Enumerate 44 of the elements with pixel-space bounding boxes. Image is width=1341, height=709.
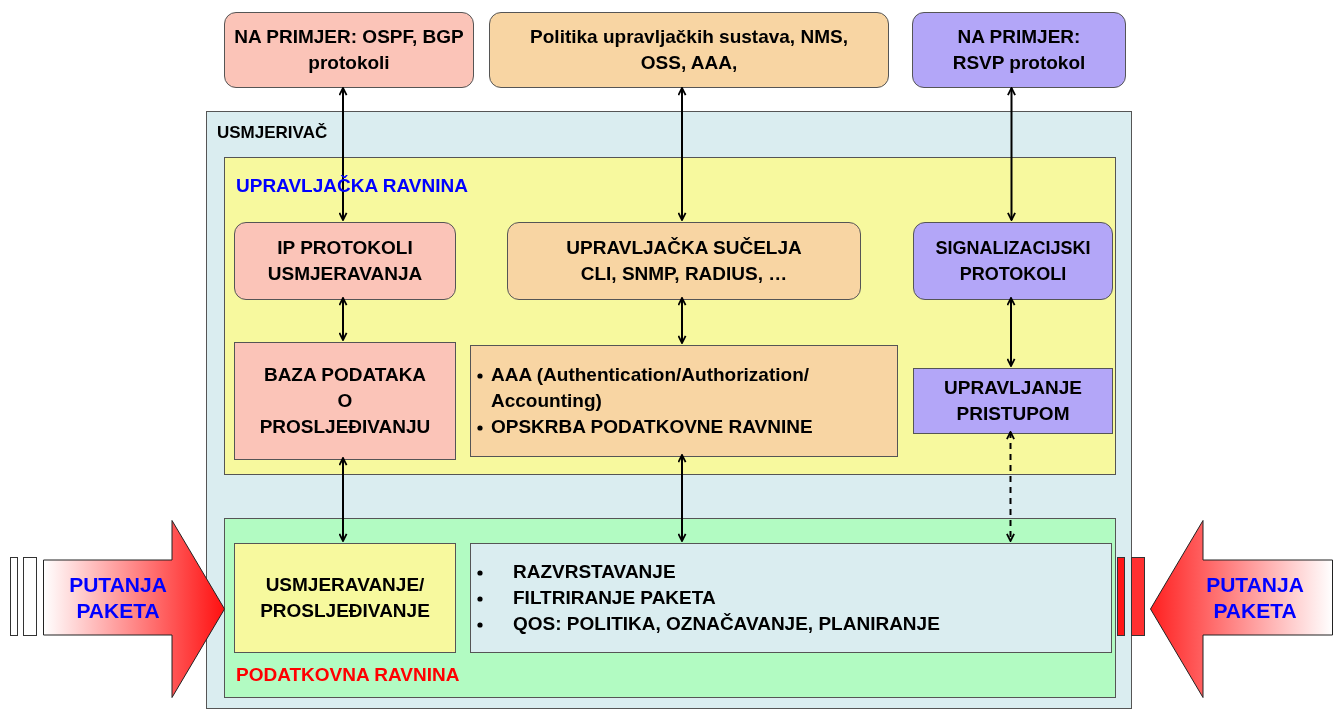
box-label: Politika upravljačkih sustava, NMS, OSS, AAA, bbox=[529, 25, 849, 75]
box-label: SIGNALIZACIJSKI PROTOKOLI bbox=[934, 237, 1092, 286]
double-arrow bbox=[677, 297, 687, 344]
box-label: NA PRIMJER: OSPF, BGP protokoli bbox=[233, 25, 465, 75]
double-arrow bbox=[338, 87, 348, 221]
block-arrow bbox=[43, 520, 225, 698]
double-arrow bbox=[338, 297, 348, 341]
process-box bbox=[234, 543, 456, 653]
box-label: USMJERAVANJE/ PROSLJEĐIVANJE bbox=[259, 573, 431, 623]
example-box bbox=[224, 12, 474, 88]
process-box bbox=[470, 543, 1112, 653]
panel-title: PODATKOVNA RAVNINA bbox=[236, 662, 460, 687]
bullet-item: QOS: POLITIKA, OZNAČAVANJE, PLANIRANJE bbox=[513, 612, 940, 636]
process-box bbox=[234, 342, 456, 460]
bullet-item: AAA (Authentication/Authorization/ Accounting) bbox=[491, 363, 811, 413]
process-box bbox=[234, 222, 456, 300]
process-box bbox=[470, 345, 898, 457]
process-box bbox=[913, 222, 1113, 300]
bullet-item: OPSKRBA PODATKOVNE RAVNINE bbox=[491, 415, 813, 439]
block-arrow bbox=[1150, 520, 1333, 698]
box-label: CLI, SNMP, RADIUS, … bbox=[580, 262, 788, 286]
box-label: NA PRIMJER: RSVP protokol bbox=[951, 25, 1087, 75]
panel-title: USMJERIVAČ bbox=[217, 122, 328, 144]
bullet-item: RAZVRSTAVANJE bbox=[513, 560, 676, 584]
router-panel bbox=[206, 111, 1132, 709]
double-arrow bbox=[1006, 431, 1015, 542]
box-label: BAZA PODATAKA O PROSLJEĐIVANJU bbox=[258, 363, 432, 439]
management-box bbox=[489, 12, 889, 88]
control-plane-panel bbox=[224, 157, 1116, 475]
double-arrow bbox=[1006, 297, 1016, 367]
arrow-label: PUTANJA PAKETA bbox=[1205, 571, 1305, 624]
box-label: UPRAVLJAČKA SUČELJA bbox=[566, 236, 802, 260]
arrow-label: PUTANJA PAKETA bbox=[68, 571, 168, 624]
double-arrow bbox=[677, 454, 687, 542]
bullet-item: FILTRIRANJE PAKETA bbox=[513, 586, 716, 610]
example-box bbox=[912, 12, 1126, 88]
data-plane-panel bbox=[224, 518, 1116, 698]
double-arrow bbox=[677, 87, 687, 221]
double-arrow bbox=[338, 457, 348, 542]
process-box bbox=[507, 222, 861, 300]
process-box bbox=[913, 368, 1113, 434]
box-label: IP PROTOKOLI USMJERAVANJA bbox=[266, 236, 424, 286]
double-arrow bbox=[1007, 87, 1016, 221]
box-label: UPRAVLJANJE PRISTUPOM bbox=[943, 376, 1083, 426]
